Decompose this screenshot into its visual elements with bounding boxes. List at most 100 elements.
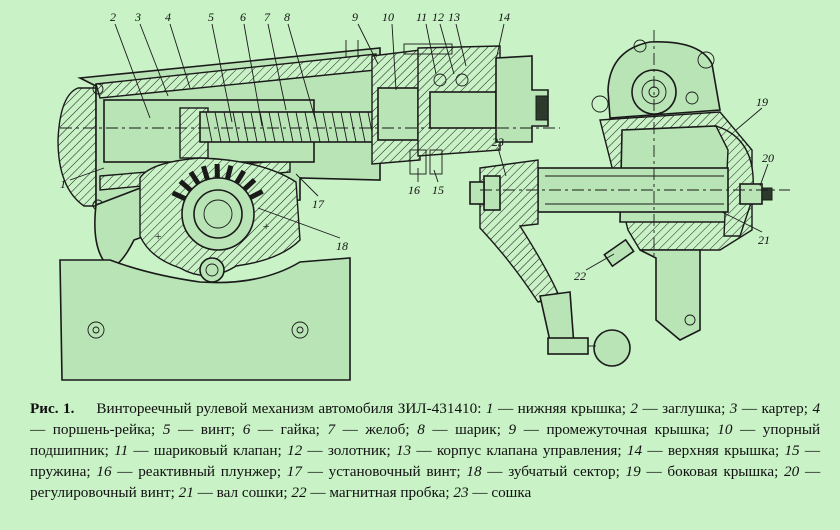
callout-12: 12 — [432, 10, 444, 24]
figure-label: Рис. 1. — [30, 400, 75, 417]
callout-6: 6 — [240, 10, 246, 24]
callout-8: 8 — [284, 10, 290, 24]
callout-16: 16 — [408, 183, 420, 197]
legend-number: 15 — [784, 442, 800, 459]
callout-2: 2 — [110, 10, 116, 24]
legend-number: 11 — [114, 442, 129, 459]
callout-22: 22 — [574, 269, 586, 283]
legend-number: 8 — [417, 421, 425, 438]
leader-lines — [69, 23, 769, 271]
callout-3: 3 — [134, 10, 141, 24]
legend-text: реактивный плунжер — [138, 463, 277, 480]
legend-text: заглушка — [662, 400, 722, 417]
callout-21: 21 — [758, 233, 770, 247]
svg-text:+: + — [262, 219, 270, 233]
legend-item: 8 — шарик; — [417, 421, 501, 438]
legend-number: 21 — [178, 484, 194, 501]
legend-text: картер — [761, 400, 804, 417]
legend-item: 10 — упорный подшипник; — [30, 421, 821, 459]
svg-text:+: + — [154, 229, 162, 243]
legend-number: 18 — [466, 463, 482, 480]
figure-title: Винтореечный рулевой механизм автомобиля… — [96, 400, 482, 417]
legend-number: 1 — [485, 400, 494, 417]
legend-text: упорный подшипник — [30, 421, 821, 459]
legend-text: золотник — [327, 442, 387, 459]
callout-14: 14 — [498, 10, 510, 24]
callout-4: 4 — [165, 10, 171, 24]
legend-number: 9 — [508, 421, 517, 438]
legend-text: установочный винт — [328, 463, 457, 480]
legend-text: промежуточная крышка — [546, 421, 706, 438]
legend-number: 12 — [286, 442, 303, 459]
callout-13: 13 — [448, 10, 460, 24]
legend-text: боковая крышка — [667, 463, 775, 480]
legend-item: 7 — желоб; — [327, 421, 410, 438]
legend-text: магнитная пробка — [329, 484, 446, 501]
legend-number: 14 — [626, 442, 643, 459]
legend-item: 19 — боковая крышка; — [625, 463, 779, 480]
legend-item: 20 — регулировочный винт; — [30, 463, 821, 501]
callout-7: 7 — [264, 10, 271, 24]
legend-number: 23 — [453, 484, 469, 501]
callout-1: 1 — [60, 177, 66, 191]
legend-item: 5 — винт; — [162, 421, 236, 438]
callout-20: 20 — [762, 151, 774, 165]
legend-list: 1 — нижняя крышка; 2 — заглушка; 3 — кар… — [30, 400, 820, 501]
legend-number: 19 — [625, 463, 641, 480]
steering-mechanism-drawing: + + — [57, 10, 790, 381]
legend-item: 12 — золотник; — [286, 442, 391, 459]
legend-item: 17 — установочный винт; — [286, 463, 461, 480]
legend-item: 13 — корпус клапана управления; — [395, 442, 622, 459]
legend-number: 4 — [812, 400, 821, 417]
legend-text: поршень-рейка — [52, 421, 151, 438]
callout-23: 23 — [492, 135, 504, 149]
legend-item: 14 — верхняя крышка; — [626, 442, 780, 459]
legend-item: 4 — поршень-рейка; — [30, 400, 821, 438]
legend-item: 2 — заглушка; — [630, 400, 726, 417]
callout-10: 10 — [382, 10, 394, 24]
legend-item: 9 — промежуточная крышка; — [508, 421, 710, 438]
lower-cover — [57, 87, 97, 207]
legend-number: 3 — [729, 400, 738, 417]
callout-15: 15 — [432, 183, 444, 197]
legend-text: верхняя крышка — [667, 442, 775, 459]
legend-text: вал сошки — [216, 484, 284, 501]
legend-number: 17 — [286, 463, 302, 480]
legend-item: 3 — картер; — [729, 400, 808, 417]
callout-labels: 1 2 3 4 5 6 7 8 9 10 11 12 13 14 15 16 1… — [60, 10, 774, 283]
legend-item: 21 — вал сошки; — [178, 484, 288, 501]
legend-item: 18 — зубчатый сектор; — [466, 463, 620, 480]
legend-text: пружина — [30, 463, 87, 480]
callout-18: 18 — [336, 239, 348, 253]
legend-text: сошка — [491, 484, 532, 501]
legend-item: 15 — пружина; — [30, 442, 821, 480]
legend-item: 1 — нижняя крышка; — [485, 400, 626, 417]
legend-item: 16 — реактивный плунжер; — [96, 463, 282, 480]
callout-17: 17 — [312, 197, 325, 211]
legend-text: гайка — [280, 421, 316, 438]
legend-text: винт — [200, 421, 231, 438]
legend-number: 6 — [242, 421, 251, 438]
callout-5: 5 — [208, 10, 214, 24]
callout-19: 19 — [756, 95, 768, 109]
legend-item: 23 — сошка — [453, 484, 532, 501]
figure-caption: Рис. 1. Винтореечный рулевой механизм авт… — [30, 398, 820, 503]
legend-text: регулировочный винт — [30, 484, 171, 501]
legend-number: 20 — [784, 463, 800, 480]
legend-number: 7 — [327, 421, 336, 438]
legend-text: шариковый клапан — [153, 442, 278, 459]
legend-text: шарик — [455, 421, 497, 438]
legend-item: 22 — магнитная пробка; — [291, 484, 450, 501]
legend-number: 2 — [630, 400, 638, 417]
legend-number: 16 — [96, 463, 112, 480]
callout-11: 11 — [416, 10, 427, 24]
legend-text: зубчатый сектор — [508, 463, 616, 480]
cross-section — [469, 30, 790, 367]
legend-text: корпус клапана управления — [436, 442, 618, 459]
legend-number: 10 — [717, 421, 733, 438]
legend-text: желоб — [365, 421, 406, 438]
callout-9: 9 — [352, 10, 358, 24]
legend-item: 6 — гайка; — [242, 421, 320, 438]
legend-number: 13 — [395, 442, 412, 459]
